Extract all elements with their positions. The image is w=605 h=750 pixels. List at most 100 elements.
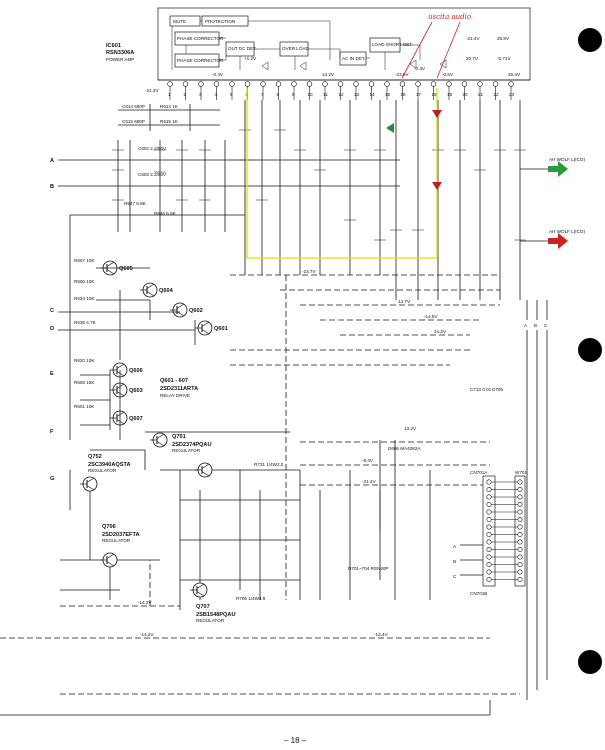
dashed-rails — [0, 274, 520, 695]
ic601-pin: 21 — [477, 81, 484, 100]
phase-corrector-2-label: PHASE CORRECTOR — [177, 58, 224, 63]
out-dc-det-label: OUT DC DET. — [228, 46, 257, 51]
ic601-part: RSN3306A — [106, 50, 134, 56]
input-d-label: D — [50, 326, 54, 332]
connector-pin — [486, 531, 523, 537]
rail-voltage-6: -8.4V — [362, 458, 374, 463]
q707-ref: Q707 — [196, 604, 210, 610]
ic601-pin: 9 — [291, 81, 297, 100]
transistor-q604: Q604 — [140, 282, 174, 298]
ic601-pin-number: 23 — [509, 92, 515, 97]
r607-label: R607 10K — [74, 258, 95, 263]
ic-voltage-7: 20.7V — [466, 56, 479, 61]
r731-label: R731 1/4W2.2 — [254, 462, 284, 467]
transistor-q607: Q607 — [110, 410, 143, 426]
ic601-pin-number: 20 — [463, 92, 469, 97]
ic-voltage-9: -0.71V — [497, 56, 511, 61]
ic-voltage-1: -0.4V — [212, 72, 224, 77]
ic601-pin: 12 — [337, 81, 344, 100]
ic601-pin: 2 — [182, 81, 189, 100]
ic601-pin-number: 14 — [370, 92, 376, 97]
connector-pin — [486, 561, 523, 567]
connector-pin — [486, 509, 523, 515]
annotation-arrow-2 — [436, 21, 461, 79]
relay-group-part: 2SD2311ARTA — [160, 386, 198, 392]
ic601-pin-number: 10 — [308, 92, 314, 97]
ic601-pin-number: 1 — [168, 92, 171, 97]
rail-voltage-2: 14.7V — [398, 299, 411, 304]
regulator-transistor-5 — [195, 462, 213, 478]
c603-label: C603 2.2/50V — [138, 172, 167, 177]
ic601-pin: 8 — [275, 81, 282, 100]
page-number: – 18 – — [284, 736, 307, 745]
d701-label: D701~704 RSN40P — [348, 566, 388, 571]
ic601-pin-number: 17 — [416, 92, 422, 97]
uscita-audio-annotation: uscita audio — [428, 13, 471, 21]
ic601-pin-number: 7 — [261, 92, 264, 97]
ic-voltage-5: -21.4V — [466, 36, 480, 41]
q752-desc: REGULATOR — [88, 468, 117, 473]
registration-dot-1 — [578, 28, 602, 52]
q706-ref: Q706 — [102, 524, 116, 530]
ic-voltage-4: 13.2V — [322, 72, 335, 77]
protection-block-label: PROTECTION — [205, 19, 235, 24]
connector-pin — [486, 569, 523, 575]
output-r-label: AH WOLF L(ICO) — [549, 229, 585, 234]
component-columns — [112, 100, 526, 300]
regulator-transistor-4 — [190, 582, 208, 598]
input-e-label: E — [50, 371, 54, 377]
connector-pin — [486, 486, 523, 492]
rail-voltage-10: -12.4V — [374, 632, 388, 637]
connector-pin — [486, 524, 523, 530]
ic601-pin-number: 22 — [494, 92, 500, 97]
c614-label: C614 680P — [122, 104, 145, 109]
cn-c-label: C — [453, 574, 457, 579]
ic601-pin-number: 9 — [292, 92, 295, 97]
ic601-desc: POWER AMP — [106, 57, 134, 62]
connector-pin — [486, 554, 523, 560]
ic601-pin-number: 21 — [478, 92, 484, 97]
ic601-pin-number: 18 — [432, 92, 438, 97]
input-b-label: B — [50, 184, 54, 190]
mute-block-label: MUTE — [173, 19, 186, 24]
transistor-q606-label: Q606 — [129, 368, 143, 374]
over-load-label: OVER LOAD — [282, 46, 309, 51]
regulator-transistors — [80, 432, 213, 598]
red-marker-2 — [432, 182, 442, 190]
transistor-q602-label: Q602 — [189, 308, 203, 314]
q707-desc: REGULATOR — [196, 618, 225, 623]
ic601-pin: 18 — [430, 81, 438, 100]
r706-label: R706 1/4W4.9 — [236, 596, 266, 601]
registration-dot-3 — [578, 650, 602, 674]
ic601-pin: 19 — [446, 81, 453, 100]
d705-label: D705 — [492, 387, 503, 392]
r-label-a: R647 6.8K — [124, 201, 147, 206]
r-label-b: R646 6.8K — [154, 211, 177, 216]
transistor-q603: Q603 — [110, 382, 143, 398]
highlighted-trace — [246, 88, 438, 259]
ic601-pin: 4 — [213, 81, 220, 100]
cn701a-label: CN701A — [470, 470, 488, 475]
transistor-q601-label: Q601 — [214, 326, 228, 332]
ic601-pin-number: 3 — [199, 92, 202, 97]
ic-voltage-6: 25.8V — [497, 36, 510, 41]
green-output-arrow — [548, 161, 568, 177]
ic601-pin: 3 — [198, 81, 204, 100]
input-g-label: G — [50, 476, 54, 482]
rail-voltage-9: -14.2V — [140, 632, 154, 637]
ic601-block: MUTE PROTECTION PHASE CORRECTOR PHASE CO… — [157, 7, 531, 81]
ic-voltage-8: -0.6V — [442, 72, 454, 77]
ic-voltage-2: -21.3V — [145, 88, 159, 93]
q706-part: 2SD2037EFTA — [102, 532, 140, 538]
transistor-q605-label: Q605 — [119, 266, 133, 272]
ac-rail-a: A — [524, 323, 528, 328]
cn-b-label: B — [453, 559, 456, 564]
ic601-pin-number: 11 — [323, 92, 328, 97]
ic601-ref: IC601 — [106, 43, 121, 49]
connector-pin — [486, 576, 523, 582]
connector-pins — [486, 479, 523, 582]
ac-rail-c: C — [544, 323, 548, 328]
transistor-q606: Q606 — [110, 362, 143, 378]
